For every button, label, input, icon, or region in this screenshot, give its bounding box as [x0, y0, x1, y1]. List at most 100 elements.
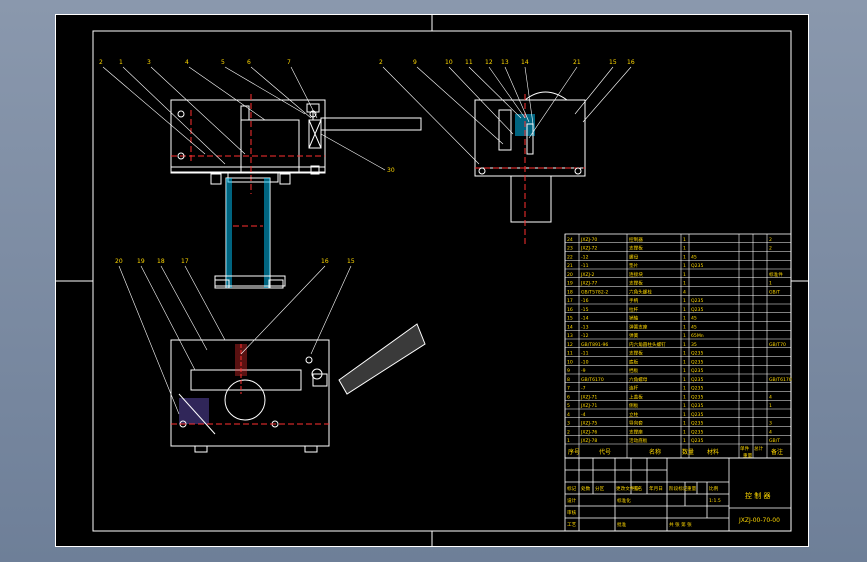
bom-name: 立柱 [629, 411, 639, 418]
bom-seq: 11 [567, 351, 573, 357]
bom-code: JXZJ-70 [580, 237, 597, 243]
bom-remark: 3 [769, 421, 772, 427]
balloon-label: 17 [181, 258, 189, 265]
bom-code: JXZJ-75 [580, 421, 597, 427]
bom-header-name: 名称 [649, 448, 661, 456]
bom-seq: 10 [567, 359, 573, 365]
bom-material: 45 [691, 324, 697, 330]
bom-code: -11 [581, 351, 589, 357]
bom-name: 手柄 [629, 297, 639, 304]
tb-design: 设计 [567, 497, 577, 504]
bom-remark: 1 [769, 403, 772, 409]
drawing-sheet[interactable]: 2 1 3 4 5 6 7 30 2 9 10 11 12 13 14 21 1… [55, 14, 809, 547]
bom-remark: 标准件 [769, 271, 783, 278]
bom-qty: 1 [683, 246, 686, 252]
tb-sign: 签名 [633, 485, 642, 492]
bom-code: JXZJ-72 [580, 246, 597, 252]
bom-remark: 2 [769, 237, 772, 243]
bom-qty: 1 [683, 377, 686, 383]
bom-remark: 4 [769, 394, 772, 400]
balloon-label: 13 [501, 59, 509, 66]
tb-standard: 标准化 [617, 497, 631, 504]
bom-material: Q235 [691, 421, 703, 427]
tb-zone: 分区 [595, 485, 605, 492]
bom-remark: GB/T [769, 289, 780, 295]
bom-qty: 1 [683, 438, 686, 444]
bom-material: Q235 [691, 386, 703, 392]
bom-material: Q235 [691, 359, 703, 365]
bom-seq: 2 [567, 429, 570, 435]
side-view-top [474, 91, 586, 244]
bom-seq: 3 [567, 421, 570, 427]
bom-header-seq: 序号 [568, 448, 580, 456]
tb-ratio: 比例 [709, 485, 719, 492]
bom-seq: 21 [567, 263, 573, 269]
balloon-label: 6 [247, 59, 251, 66]
bom-name: 弹簧支座 [629, 323, 648, 330]
bom-material: Q235 [691, 351, 703, 357]
bom-seq: 22 [567, 254, 573, 260]
bom-header: 序号 代号 名称 数量 材料 单件 总计 重量 备注 [568, 445, 783, 459]
bom-material: Q235 [691, 368, 703, 374]
bom-name: 活动底板 [629, 437, 648, 444]
balloon-labels: 2 1 3 4 5 6 7 30 2 9 10 11 12 13 14 21 1… [99, 59, 635, 265]
bom-seq: 4 [567, 412, 570, 418]
bom-code: JXZJ-77 [580, 281, 597, 287]
bom-seq: 15 [567, 316, 573, 322]
balloon-label: 20 [115, 258, 123, 265]
bom-name: 控制器 [629, 236, 643, 243]
balloon-label: 14 [521, 59, 529, 66]
bom-material: Q235 [691, 412, 703, 418]
bom-seq: 20 [567, 272, 573, 278]
outer-frame [55, 14, 809, 547]
bom-qty: 1 [683, 263, 686, 269]
bom-code: JXZJ-71 [580, 403, 597, 409]
bom-qty: 1 [683, 368, 686, 374]
bom-seq: 1 [567, 438, 570, 444]
bom-seq: 9 [567, 368, 570, 374]
balloon-label: 3 [147, 59, 151, 66]
bom-seq: 6 [567, 394, 570, 400]
bom-name: 销轴 [629, 315, 639, 322]
bom-code: -4 [581, 412, 586, 418]
bom-qty: 1 [683, 386, 686, 392]
bom-name: 侧板 [629, 402, 639, 409]
bom-qty: 1 [683, 412, 686, 418]
bom-name: 六角头螺栓 [629, 288, 652, 295]
bom-code: JXZJ-76 [580, 429, 597, 435]
bom-name: 支撑板 [629, 350, 643, 357]
bom-code: -7 [581, 386, 586, 392]
bom-material: 45 [691, 254, 697, 260]
bom-code: -12 [581, 333, 589, 339]
bom-code: JXZJ-2 [580, 272, 594, 278]
title-block-text: 标记 处数 分区 更改文件号 签名 年月日 设计 标准化 审核 工艺 批准 阶段… [567, 485, 780, 528]
bom-remark: GB/T70 [769, 342, 786, 348]
bom-name: 拉杆 [629, 306, 639, 313]
bom-qty: 4 [683, 289, 686, 295]
bom-material: 65Mn [691, 333, 704, 339]
bom-code: -13 [581, 324, 589, 330]
balloon-label: 2 [99, 59, 103, 66]
bom-qty: 1 [683, 281, 686, 287]
bom-header-qty: 数量 [682, 448, 694, 456]
bom-material: Q235 [691, 438, 703, 444]
tb-ymd: 年月日 [649, 485, 663, 492]
title-block [564, 457, 792, 532]
bom-code: -9 [581, 368, 586, 374]
balloon-label: 19 [137, 258, 145, 265]
drawing-code: JXZJ-00-70-00 [738, 517, 780, 524]
bom-name: 六角螺母 [629, 376, 648, 383]
bom-seq: 19 [567, 281, 573, 287]
bom-name: 螺母 [629, 253, 639, 260]
drawing-border [92, 30, 792, 532]
bom-qty: 1 [683, 342, 686, 348]
balloon-label: 21 [573, 59, 581, 66]
bom-name: 连杆 [629, 385, 639, 392]
balloon-label: 30 [387, 167, 395, 174]
column-section [214, 177, 286, 289]
bom-qty: 1 [683, 272, 686, 278]
bom-code: -14 [581, 316, 589, 322]
bom-name: 内六角圆柱头螺钉 [629, 341, 666, 348]
